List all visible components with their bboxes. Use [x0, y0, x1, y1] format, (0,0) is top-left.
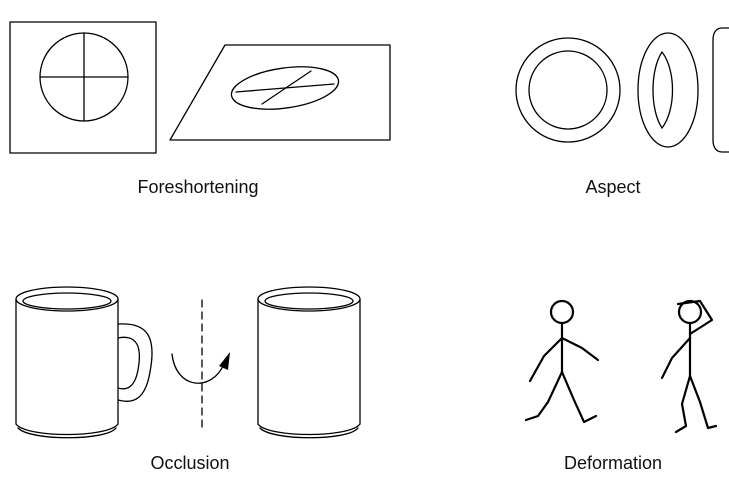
mug1-base	[15, 423, 119, 436]
mug2-rim-inner	[264, 292, 354, 310]
ring-outer	[515, 37, 621, 143]
mug2-base	[257, 423, 361, 436]
occlusion-illustration	[15, 286, 361, 439]
tilted-ring-inner-left	[652, 51, 663, 129]
mug2-base-rim	[259, 427, 359, 439]
aspect-illustration	[515, 27, 729, 153]
figure2-left-leg	[674, 374, 692, 434]
ring-inner	[528, 50, 608, 130]
deformation-illustration	[524, 299, 718, 434]
figure1-head	[549, 299, 575, 325]
slanted-ellipse	[230, 66, 340, 110]
caption-deformation: Deformation	[563, 453, 663, 473]
mug1-handle-inner	[117, 336, 141, 390]
mug2-rim-outer	[257, 286, 361, 312]
slanted-plane	[169, 44, 391, 141]
foreshortening-illustration	[9, 21, 391, 154]
edge-on-ring	[712, 27, 729, 153]
caption-foreshortening: Foreshortening	[137, 177, 259, 197]
slanted-cross-v	[261, 70, 312, 105]
figure1-right-leg	[560, 370, 598, 424]
figure1-left-leg	[524, 370, 564, 422]
rotation-arrowhead	[219, 352, 230, 370]
mug1-rim-inner	[22, 292, 112, 310]
figure2-right-leg	[688, 374, 718, 430]
mug1-rim-outer	[15, 286, 119, 312]
figure2-raised-arm	[676, 299, 714, 336]
tilted-ring-inner-right	[661, 51, 674, 129]
tilted-ring-outer	[637, 32, 699, 148]
caption-aspect: Aspect	[585, 177, 641, 197]
caption-occlusion: Occlusion	[150, 453, 230, 473]
figure2-lower-arm	[660, 336, 692, 380]
figure1-left-arm	[528, 336, 564, 383]
frontal-square	[9, 21, 157, 154]
mug1-handle-outer	[117, 323, 153, 402]
rotation-arc	[171, 353, 225, 384]
figure1-right-arm	[560, 336, 600, 362]
mug1-base-rim	[17, 427, 117, 439]
